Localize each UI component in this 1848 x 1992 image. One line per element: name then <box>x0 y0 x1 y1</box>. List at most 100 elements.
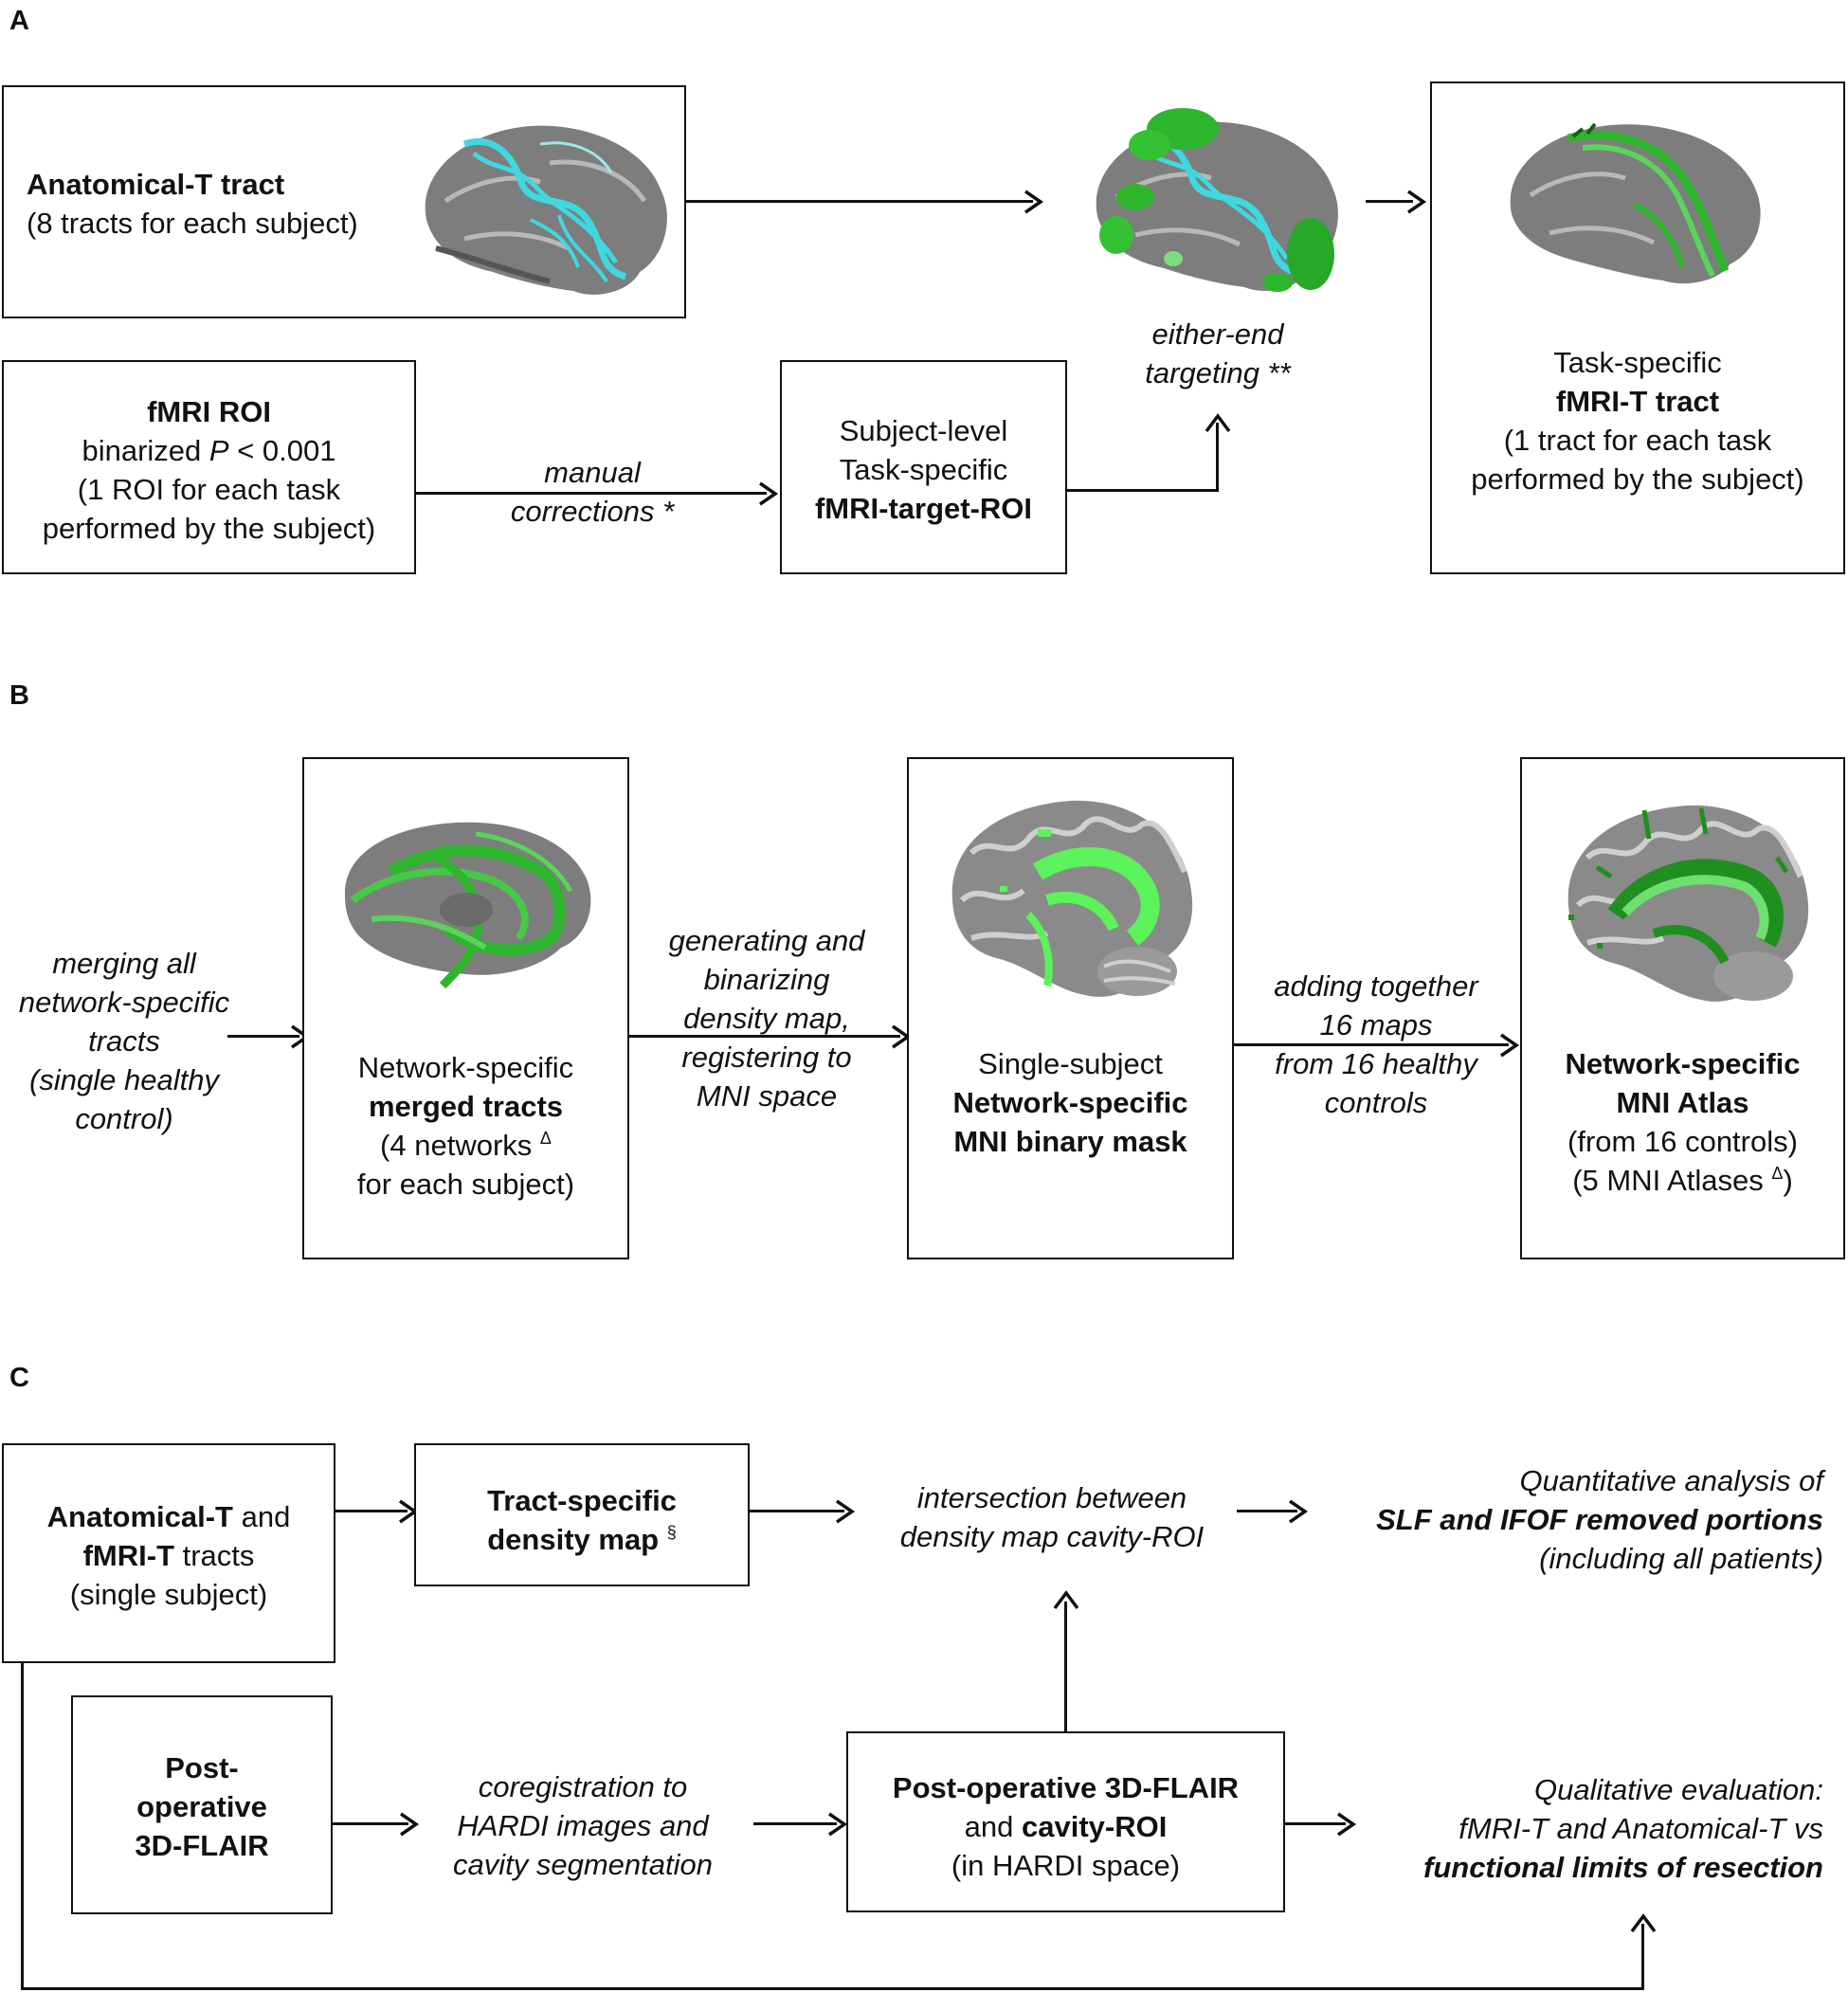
arrow-cavity-to-qualitative <box>1285 1822 1346 1825</box>
density-map-text: Tract-specific density map § <box>414 1481 750 1559</box>
quantitative-line-2: SLF and IFOF removed portions <box>1376 1503 1823 1536</box>
arrow-intersection-to-quantitative <box>1237 1510 1297 1512</box>
merged-line-4: for each subject) <box>356 1168 575 1201</box>
merged-tracts-brain-image <box>344 822 591 989</box>
target-line-2: Task-specific <box>839 453 1008 486</box>
qualitative-line-3: functional limits of resection <box>1423 1851 1823 1884</box>
fmri-roi-box <box>2 360 416 574</box>
task-specific-line-1: Task-specific <box>1553 346 1722 379</box>
mask-line-3: MNI binary mask <box>953 1125 1187 1158</box>
manual-corrections-line-1: manual <box>544 456 641 489</box>
fmri-roi-threshold-prefix: binarized <box>82 434 209 467</box>
fmri-roi-text: fMRI ROI binarized P < 0.001 (1 ROI for … <box>2 392 416 548</box>
arrow-target-to-either-end-vertical <box>1216 423 1219 492</box>
atlas-line-4-close: ) <box>1783 1164 1793 1197</box>
manual-corrections-line-2: corrections * <box>510 495 675 528</box>
tracts-single-subject-text: Anatomical-T and fMRI-T tracts (single s… <box>2 1497 335 1614</box>
arrow-anat-to-either-end <box>686 200 1033 203</box>
adding-line-1: adding together <box>1274 969 1478 1003</box>
task-specific-tract-box <box>1430 81 1845 574</box>
merging-line-2: network-specific <box>18 986 230 1019</box>
merging-line-1: merging all <box>52 947 196 980</box>
adding-line-4: controls <box>1324 1086 1428 1119</box>
generating-line-1: generating and <box>668 924 865 957</box>
mask-line-1: Single-subject <box>978 1047 1163 1080</box>
tracts-single-subject-box <box>2 1443 335 1663</box>
cavity-line-3: (in HARDI space) <box>951 1849 1181 1882</box>
anatomical-tract-brain-image <box>425 125 667 295</box>
merging-line-3: tracts <box>88 1024 160 1058</box>
binary-mask-box <box>907 757 1234 1259</box>
task-specific-line-4: performed by the subject) <box>1471 462 1804 496</box>
fmri-roi-title: fMRI ROI <box>147 395 271 428</box>
either-end-line-2: targeting ** <box>1145 356 1291 389</box>
target-title: fMRI-target-ROI <box>814 492 1033 525</box>
merged-title: merged tracts <box>368 1090 564 1123</box>
fmri-roi-p: P <box>208 434 229 467</box>
cavity-line-2: and cavity-ROI <box>846 1807 1285 1846</box>
generating-line-3: density map, <box>683 1002 850 1035</box>
arrowhead <box>1024 190 1044 214</box>
fmri-roi-line-4: performed by the subject) <box>42 512 376 545</box>
arrowhead <box>400 1812 420 1837</box>
arrow-fmri-roi-to-target <box>416 492 767 495</box>
arrow-mask-to-atlas <box>1234 1043 1509 1046</box>
delta-symbol: Δ <box>1771 1164 1784 1183</box>
quantitative-line-3: (including all patients) <box>1539 1542 1823 1575</box>
qualitative-line-2: fMRI-T and Anatomical-T vs <box>1458 1812 1823 1845</box>
fmri-t-label: fMRI-T <box>82 1539 174 1572</box>
intersection-line-2: density map cavity-ROI <box>899 1520 1205 1553</box>
either-end-targeting-label: either-end targeting ** <box>1099 315 1336 392</box>
tracts-line-2: fMRI-T tracts <box>2 1536 335 1575</box>
atlas-line-3: (from 16 controls) <box>1567 1125 1798 1158</box>
coregistration-label: coregistration to HARDI images and cavit… <box>417 1767 749 1884</box>
arrow-either-end-to-task <box>1366 200 1413 203</box>
task-specific-line-3: (1 tract for each task <box>1503 424 1772 457</box>
arrowhead <box>1289 1499 1309 1524</box>
either-end-line-1: either-end <box>1151 317 1284 351</box>
arrowhead <box>1053 1590 1079 1610</box>
qualitative-evaluation-label: Qualitative evaluation: fMRI-T and Anato… <box>1365 1770 1823 1887</box>
post-line-3: 3D-FLAIR <box>135 1829 269 1862</box>
arrow-cavity-to-intersection <box>1064 1602 1067 1731</box>
tracts-label: tracts <box>174 1539 255 1572</box>
merged-line-1: Network-specific <box>357 1051 574 1084</box>
arrow-density-to-intersection <box>750 1510 844 1512</box>
merging-line-4: (single healthy <box>29 1063 219 1096</box>
generating-line-5: MNI space <box>696 1079 838 1113</box>
cavity-and: and <box>964 1810 1022 1843</box>
fmri-roi-line-3: (1 ROI for each task <box>77 473 341 506</box>
merging-label: merging all network-specific tracts (sin… <box>0 944 248 1138</box>
task-specific-title: fMRI-T tract <box>1555 385 1720 418</box>
generating-line-2: binarizing <box>703 963 830 996</box>
intersection-label: intersection between density map cavity-… <box>853 1478 1251 1556</box>
post-line-1: Post- <box>165 1751 239 1784</box>
atlas-line-2: MNI Atlas <box>1616 1086 1749 1119</box>
cavity-roi-box <box>846 1731 1285 1912</box>
coreg-line-1: coregistration to <box>478 1770 688 1803</box>
fmri-target-roi-box <box>780 360 1067 574</box>
arrow-coreg-to-cavity <box>753 1822 837 1825</box>
and-label: and <box>233 1500 291 1533</box>
qualitative-line-1: Qualitative evaluation: <box>1533 1773 1823 1806</box>
arrow-flair-to-coreg <box>333 1822 408 1825</box>
anatomical-t-label: Anatomical-T <box>46 1500 233 1533</box>
quantitative-line-1: Quantitative analysis of <box>1519 1464 1823 1497</box>
arrowhead <box>836 1499 856 1524</box>
arrow-target-to-either-end <box>1067 489 1219 492</box>
arrowhead <box>1407 190 1427 214</box>
either-end-targeting-brain-image <box>1096 108 1338 292</box>
anatomical-tract-title: Anatomical-T tract <box>27 168 285 201</box>
tracts-line-1: Anatomical-T and <box>2 1497 335 1536</box>
cavity-roi-text: Post-operative 3D-FLAIR and cavity-ROI (… <box>846 1768 1285 1885</box>
generating-line-4: registering to <box>681 1041 852 1074</box>
arrowhead <box>828 1812 848 1837</box>
arrow-merging-to-merged <box>227 1035 299 1038</box>
cavity-line-1: Post-operative 3D-FLAIR <box>892 1771 1240 1804</box>
adding-line-2: 16 maps <box>1319 1008 1433 1041</box>
merged-line-3-text: (4 networks <box>380 1129 533 1162</box>
panel-label-b: B <box>9 680 29 711</box>
section-symbol: § <box>666 1523 677 1542</box>
panel-label-c: C <box>9 1363 29 1393</box>
atlas-line-1: Network-specific <box>1565 1047 1801 1080</box>
